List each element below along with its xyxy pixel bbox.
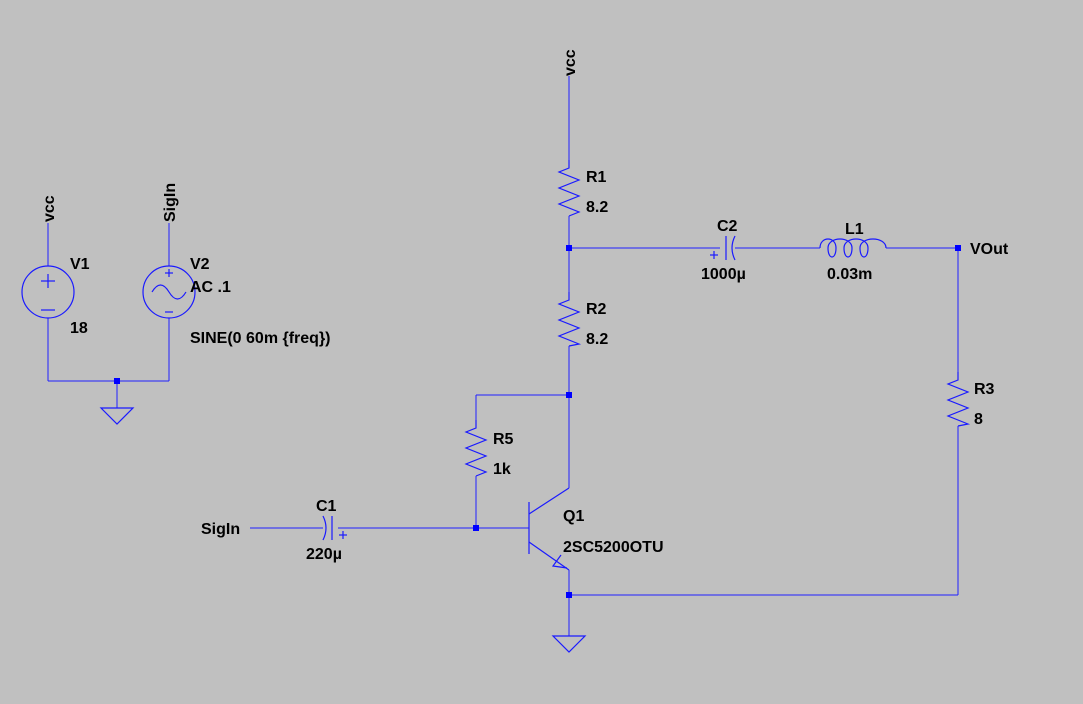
c1-name: C1 <box>316 498 337 515</box>
q1-emitter-arrow-icon <box>551 554 568 569</box>
v2-source[interactable] <box>142 265 196 319</box>
junction-ground <box>114 378 120 384</box>
v2-value: AC .1 <box>190 279 231 296</box>
junction-vout-node <box>955 245 961 251</box>
r2-resistor-icon[interactable] <box>557 292 582 347</box>
c2-capacitor[interactable] <box>710 235 736 261</box>
junctions <box>114 245 961 598</box>
net-label-vout: VOut <box>970 241 1009 258</box>
v1-body-icon <box>21 265 75 319</box>
c2-value: 1000µ <box>701 266 746 283</box>
c1-value: 220µ <box>306 546 342 563</box>
v2-name: V2 <box>190 256 210 273</box>
q1-name: Q1 <box>563 508 584 525</box>
r5-name: R5 <box>493 431 514 448</box>
c2-name: C2 <box>717 218 738 235</box>
r3-name: R3 <box>974 381 995 398</box>
v1-source[interactable] <box>21 265 75 319</box>
c1-capacitor[interactable] <box>322 515 347 541</box>
net-label-vcc-v1: vcc <box>41 195 58 222</box>
q1-emitter-icon <box>528 541 570 571</box>
l1-inductor-icon[interactable] <box>819 238 887 258</box>
r5-value: 1k <box>493 461 511 478</box>
q1-transistor-icon[interactable] <box>528 487 570 571</box>
r1-name: R1 <box>586 169 607 186</box>
v2-value2: SINE(0 60m {freq}) <box>190 330 331 347</box>
junction-base-node <box>473 525 479 531</box>
r3-resistor-icon[interactable] <box>946 372 971 427</box>
net-label-sigin-input: SigIn <box>201 521 240 538</box>
sine-wave-icon <box>151 284 187 300</box>
ground-icon-2[interactable] <box>551 635 587 653</box>
r2-value: 8.2 <box>586 331 608 348</box>
l1-name: L1 <box>845 221 864 238</box>
v1-value: 18 <box>70 320 88 337</box>
c1-curved-plate-icon <box>322 515 327 541</box>
q1-collector-icon <box>528 487 570 515</box>
net-label-vcc: vcc <box>562 49 579 76</box>
junction-mid-node <box>566 245 572 251</box>
junction-emitter-node <box>566 592 572 598</box>
c2-curved-plate-icon <box>731 235 736 261</box>
r2-name: R2 <box>586 301 607 318</box>
q1-value: 2SC5200OTU <box>563 539 664 556</box>
v1-name: V1 <box>70 256 90 273</box>
junction-collector-node <box>566 392 572 398</box>
r1-value: 8.2 <box>586 199 608 216</box>
net-label-sigin-v2: SigIn <box>162 183 179 222</box>
v2-body-icon <box>142 265 196 319</box>
l1-value: 0.03m <box>827 266 872 283</box>
r1-resistor-icon[interactable] <box>557 160 581 217</box>
wires <box>47 76 959 636</box>
r5-resistor-icon[interactable] <box>464 420 488 477</box>
ground-icon[interactable] <box>99 407 135 425</box>
r3-value: 8 <box>974 411 983 428</box>
